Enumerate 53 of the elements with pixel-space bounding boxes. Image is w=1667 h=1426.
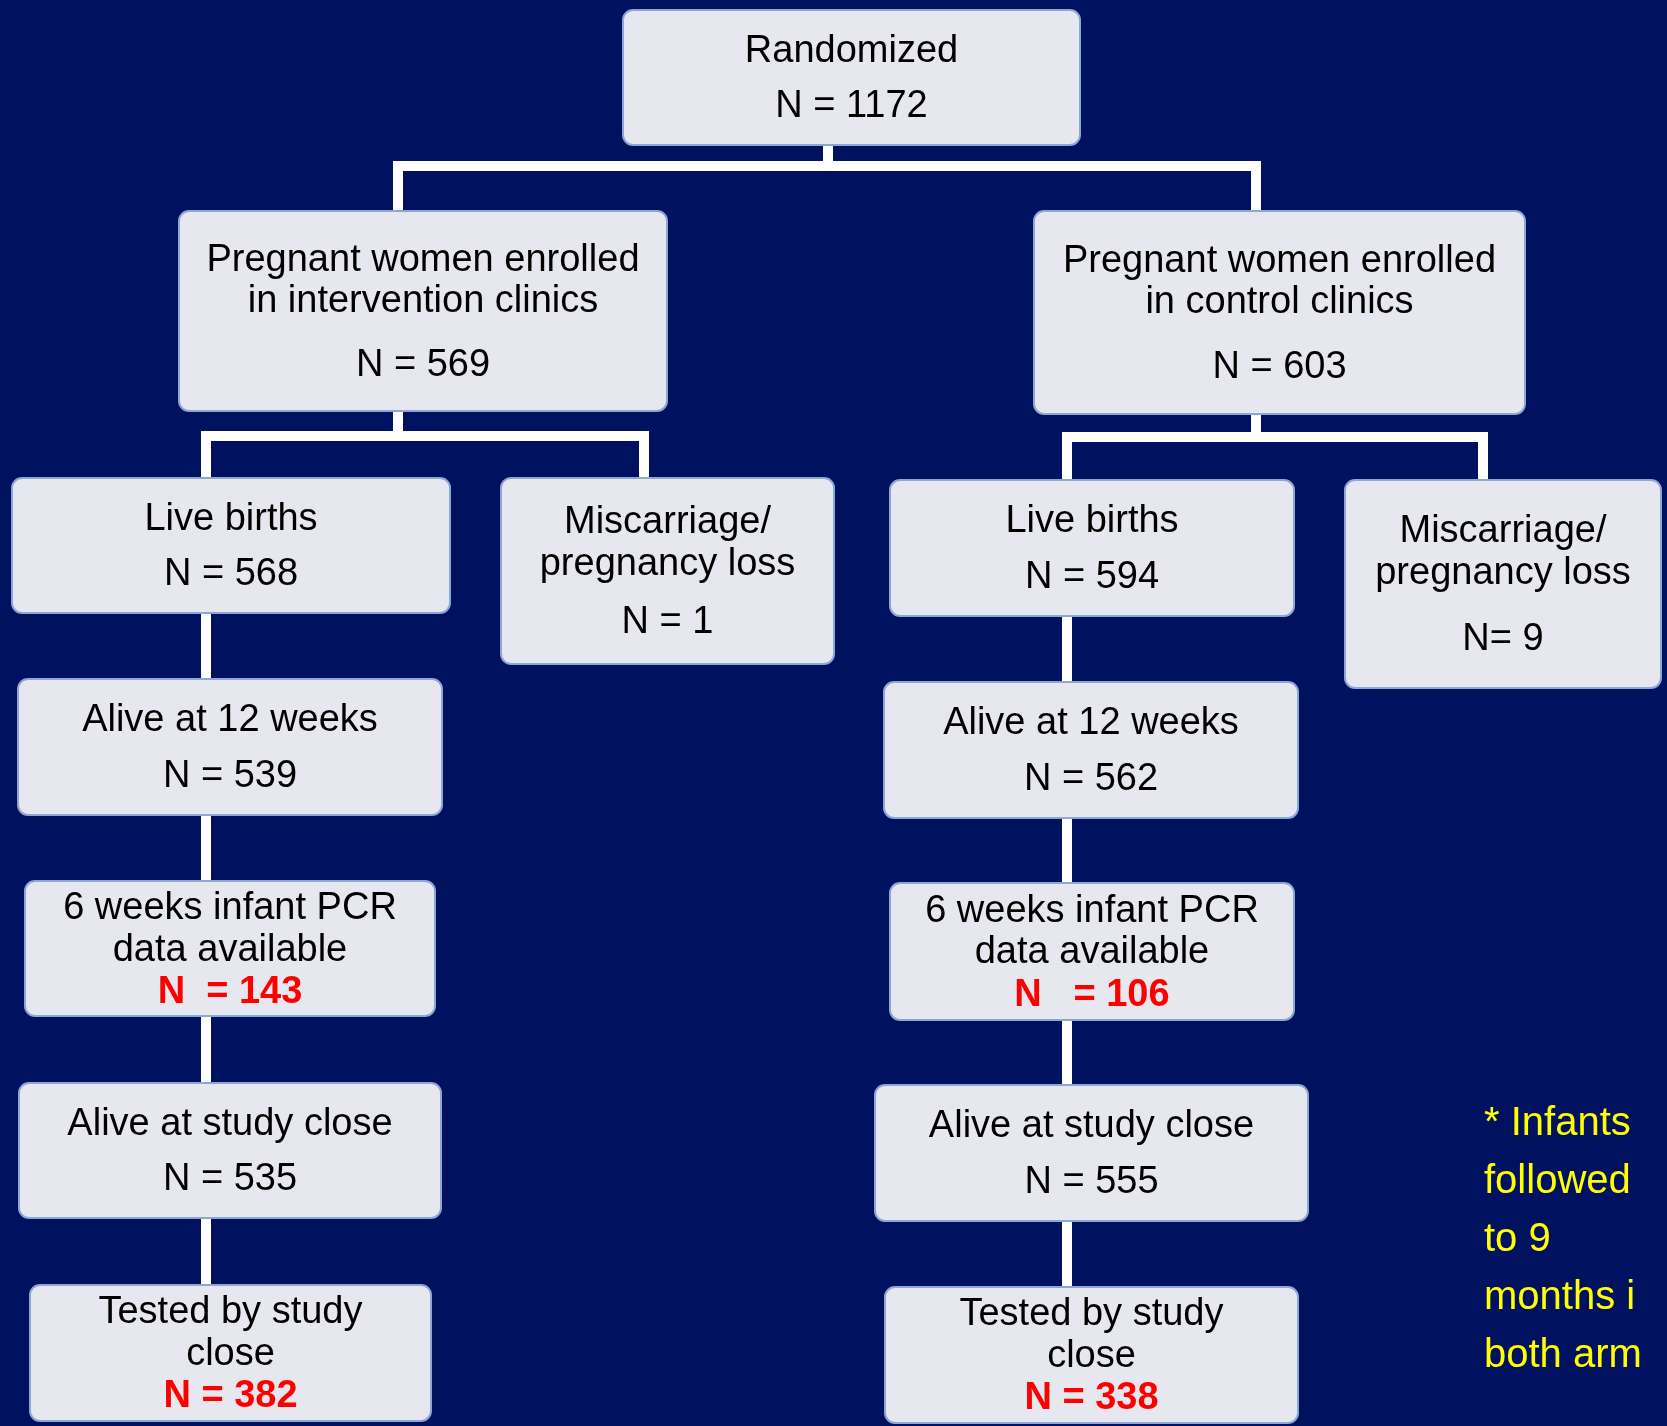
count-text: N = 1: [621, 600, 714, 643]
connector-line: [1062, 819, 1072, 882]
box-title: Alive at study close: [928, 1104, 1255, 1146]
box-title: Alive at study close: [67, 1101, 393, 1144]
flow-box: [18, 1082, 442, 1219]
count-text: N = 568: [163, 552, 299, 595]
box-title: Alive at 12 weeks: [943, 701, 1239, 743]
box-title: Tested by study close: [958, 1292, 1225, 1376]
flow-box: [889, 882, 1295, 1021]
count-text: N = 535: [162, 1157, 298, 1200]
flow-box: [1344, 479, 1662, 689]
flow-box: [889, 479, 1295, 617]
box-title: Miscarriage/ pregnancy loss: [1374, 509, 1632, 593]
flow-box: [500, 477, 835, 665]
flow-box: [874, 1084, 1309, 1222]
flow-box: [29, 1284, 432, 1422]
flow-box: [178, 210, 668, 412]
flow-box: [884, 1286, 1299, 1424]
count-text: N = 555: [1024, 1160, 1159, 1202]
box-title: Alive at 12 weeks: [82, 698, 378, 740]
count-text: N = 562: [1023, 757, 1159, 799]
count-text: N = 569: [355, 342, 491, 385]
flow-box: [622, 9, 1081, 146]
box-title: 6 weeks infant PCR data available: [924, 888, 1260, 973]
count-text: N = 539: [162, 754, 298, 796]
box-title: Pregnant women enrolled in intervention clinics: [205, 237, 641, 322]
count-text: N = 338: [1024, 1376, 1159, 1418]
box-title: Tested by study close: [97, 1290, 364, 1374]
footnote: * Infants followed to 9 months i both arm: [1484, 1098, 1643, 1377]
connector-line: [201, 1219, 211, 1284]
box-title: 6 weeks infant PCR data available: [62, 886, 398, 970]
flow-box: [24, 880, 436, 1017]
box-title: Pregnant women enrolled in control clinics: [1061, 238, 1498, 323]
count-text: N = 143: [157, 969, 303, 1012]
count-text: N = 603: [1212, 344, 1347, 387]
connector-line: [201, 1017, 211, 1082]
flow-box: [883, 681, 1299, 819]
connector-line: [201, 816, 211, 880]
flow-box: [17, 678, 443, 816]
box-title: Randomized: [744, 28, 959, 71]
box-title: Miscarriage/ pregnancy loss: [538, 499, 797, 584]
box-title: Live births: [1005, 499, 1179, 541]
count-text: N = 1172: [775, 84, 928, 127]
flow-box: [1033, 210, 1526, 415]
count-text: N = 106: [1014, 972, 1170, 1015]
box-title: Live births: [144, 496, 318, 539]
connector-line: [201, 614, 211, 678]
count-text: N = 382: [163, 1374, 298, 1416]
flow-box: [11, 477, 451, 614]
connector-line: [1062, 617, 1072, 681]
count-text: N= 9: [1462, 617, 1544, 659]
count-text: N = 594: [1024, 555, 1160, 597]
connector-line: [1062, 1021, 1072, 1084]
